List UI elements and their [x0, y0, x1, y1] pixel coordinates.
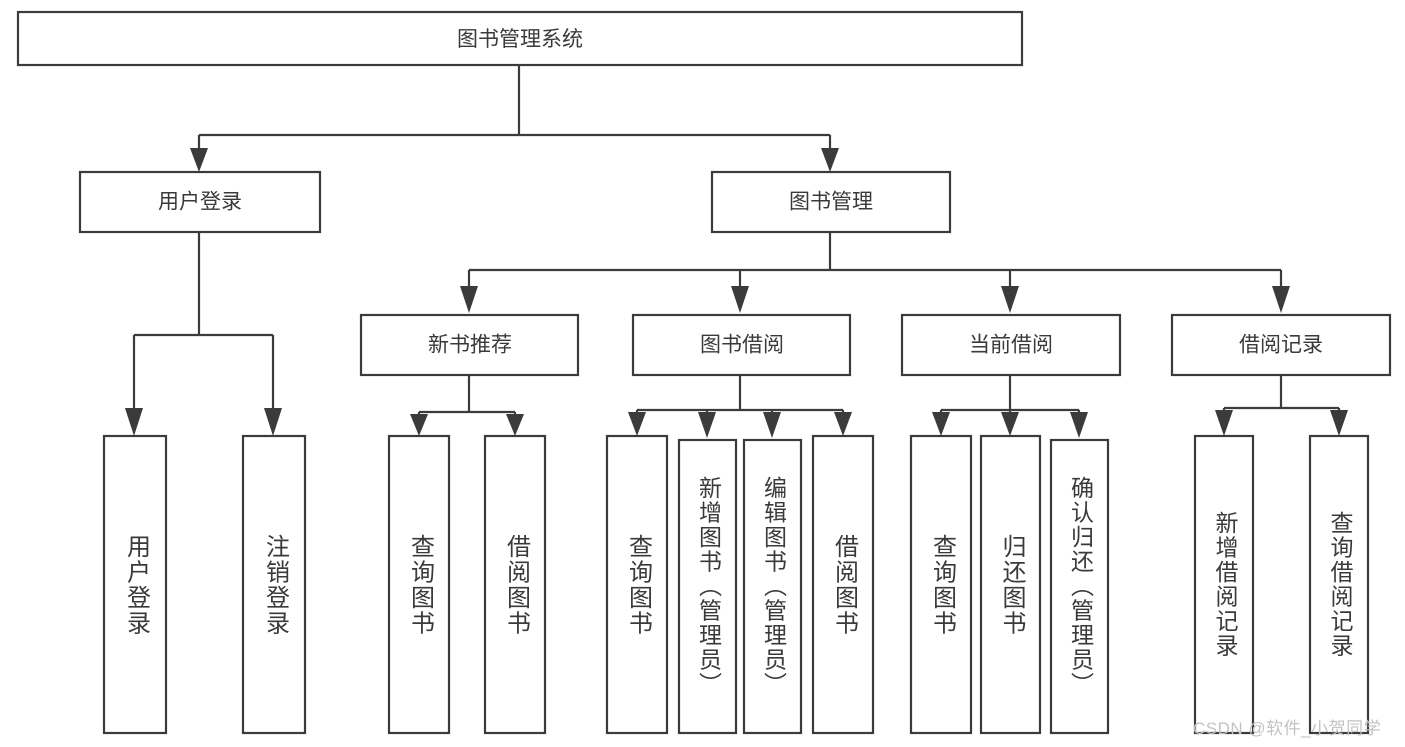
- arrowhead-book-borrow: [731, 286, 749, 313]
- node-leaf-add-record[interactable]: [1193, 434, 1255, 735]
- arrowhead-user-login: [190, 148, 208, 172]
- node-current-borrow[interactable]: [900, 313, 1122, 377]
- arrowhead-borrow-record: [1272, 286, 1290, 313]
- arrowhead-leaf-query-record: [1330, 410, 1348, 436]
- arrowhead-leaf-query-book-2: [628, 412, 646, 436]
- node-root[interactable]: [16, 10, 1024, 67]
- connector-layer: [125, 65, 1348, 438]
- arrowhead-leaf-add-book: [698, 412, 716, 438]
- node-leaf-query-book-2[interactable]: [605, 434, 669, 735]
- arrowhead-leaf-borrow-book-1: [506, 414, 524, 436]
- arrowhead-leaf-confirm-return: [1070, 412, 1088, 438]
- arrowhead-book-manage: [821, 148, 839, 172]
- node-leaf-query-book-1[interactable]: [387, 434, 451, 735]
- node-leaf-confirm-return[interactable]: [1049, 438, 1110, 735]
- arrowhead-leaf-return-book: [1001, 412, 1019, 436]
- node-book-manage[interactable]: [710, 170, 952, 234]
- arrowhead-leaf-user-logout: [264, 408, 282, 436]
- node-user-login-label: 用户登录: [158, 191, 242, 214]
- arrowhead-leaf-user-login: [125, 408, 143, 436]
- node-current-borrow-label: 当前借阅: [969, 334, 1053, 357]
- node-leaf-query-book-3[interactable]: [909, 434, 973, 735]
- node-root-label: 图书管理系统: [457, 28, 583, 51]
- node-book-borrow[interactable]: [631, 313, 852, 377]
- node-leaf-user-logout[interactable]: [241, 434, 307, 735]
- node-leaf-borrow-book-2[interactable]: [811, 434, 875, 735]
- arrowhead-new-book-recommend: [460, 286, 478, 313]
- node-leaf-edit-book[interactable]: [742, 438, 803, 735]
- node-leaf-query-record[interactable]: [1308, 434, 1370, 735]
- arrowhead-current-borrow: [1001, 286, 1019, 313]
- arrowhead-leaf-edit-book: [763, 412, 781, 438]
- arrowhead-leaf-query-book-3: [932, 412, 950, 436]
- node-leaf-return-book[interactable]: [979, 434, 1042, 735]
- arrowhead-leaf-borrow-book-2: [834, 412, 852, 436]
- node-leaf-user-login[interactable]: [102, 434, 168, 735]
- node-book-manage-label: 图书管理: [789, 191, 873, 214]
- node-borrow-record[interactable]: [1170, 313, 1392, 377]
- csdn-watermark: CSDN @软件_小贺同学: [1193, 719, 1382, 738]
- node-borrow-record-label: 借阅记录: [1239, 334, 1323, 357]
- node-layer: 图书管理系统 用户登录 图书管理 新书推荐 图书借阅 当前借阅 借阅记录: [16, 10, 1392, 735]
- node-new-book-recommend[interactable]: [359, 313, 580, 377]
- arrowhead-leaf-add-record: [1215, 410, 1233, 436]
- arrowhead-leaf-query-book-1: [410, 414, 428, 436]
- node-leaf-add-book[interactable]: [677, 438, 738, 735]
- node-new-book-recommend-label: 新书推荐: [428, 334, 512, 357]
- node-leaf-borrow-book-1[interactable]: [483, 434, 547, 735]
- node-user-login[interactable]: [78, 170, 322, 234]
- node-book-borrow-label: 图书借阅: [700, 334, 784, 357]
